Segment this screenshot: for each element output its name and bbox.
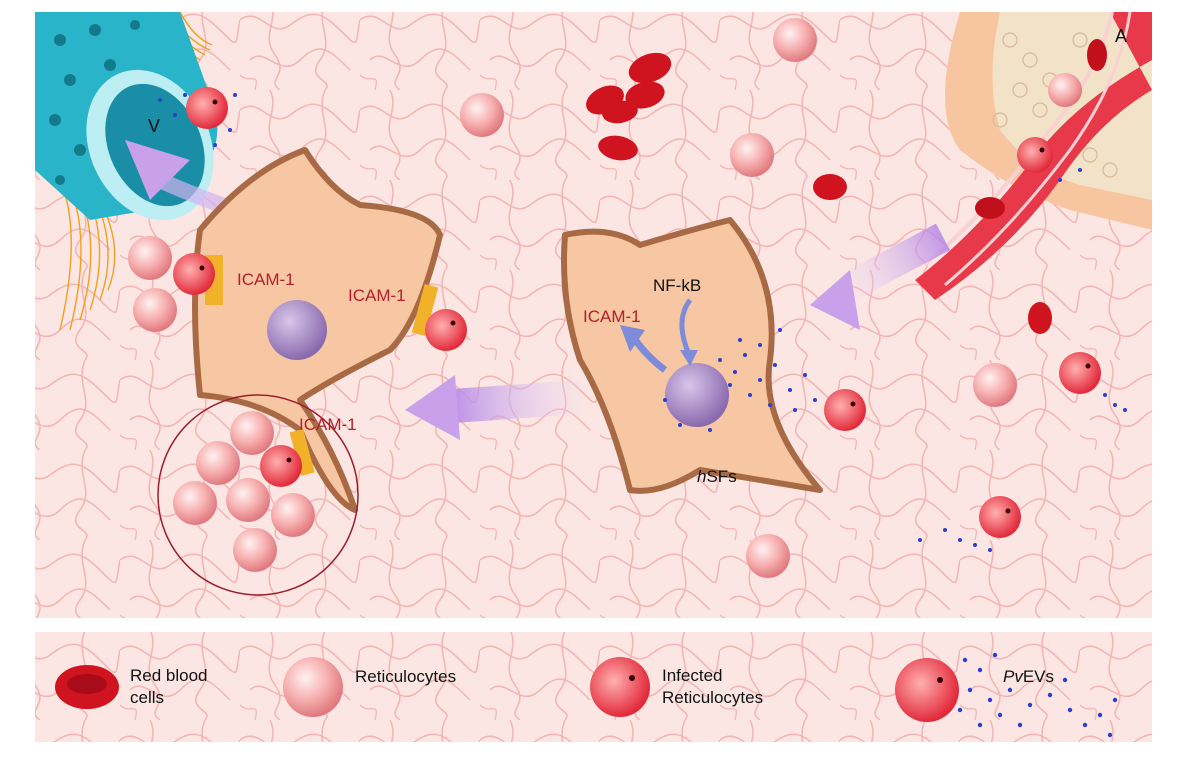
vein-label: V (148, 116, 160, 136)
legend-reticulocytes: Reticulocytes (355, 667, 456, 686)
artery-label: A (1115, 26, 1127, 46)
icam-patch-3 (289, 428, 315, 477)
icam-label-right: ICAM-1 (583, 307, 641, 326)
infected-reticulocytes (173, 87, 1101, 538)
arrow-to-left-cell (438, 380, 582, 424)
reticulocytes (128, 18, 1017, 578)
nfkb-label: NF-kB (653, 276, 701, 295)
right-fibroblast: ICAM-1 NF-kB hSFs (561, 217, 823, 494)
icam-label-left-bottom: ICAM-1 (299, 415, 357, 434)
hsfs-label: hSFs (697, 467, 737, 486)
legend: Red blood cells Reticulocytes Infected R… (55, 652, 1118, 738)
pvev-icon (895, 652, 1118, 738)
red-blood-cell-icon (55, 665, 119, 709)
arrow-from-artery-head (810, 270, 860, 330)
legend-rbc-line1: Red blood (130, 666, 208, 685)
icam-patch-2 (411, 284, 439, 336)
icam-label-left-right: ICAM-1 (348, 286, 406, 305)
arrow-to-vein-head (125, 140, 190, 200)
left-fibroblast: ICAM-1 ICAM-1 ICAM-1 (192, 147, 443, 513)
legend-infected-line1: Infected (662, 666, 723, 685)
legend-pvevs: PvEVs (1003, 667, 1054, 686)
arrow-from-artery (838, 223, 951, 302)
arrow-to-left-cell-head (405, 375, 460, 440)
red-blood-cells (586, 52, 1052, 334)
legend-infected-line2: Reticulocytes (662, 688, 763, 707)
legend-rbc-line2: cells (130, 688, 164, 707)
adhesion-cluster-circle (157, 394, 359, 596)
migration-arrows (125, 140, 951, 440)
right-nucleus (665, 363, 729, 427)
reticulocyte-icon (283, 657, 343, 717)
left-nucleus (267, 300, 327, 360)
infected-reticulocyte-icon (590, 657, 650, 717)
icam-label-left-top: ICAM-1 (237, 270, 295, 289)
